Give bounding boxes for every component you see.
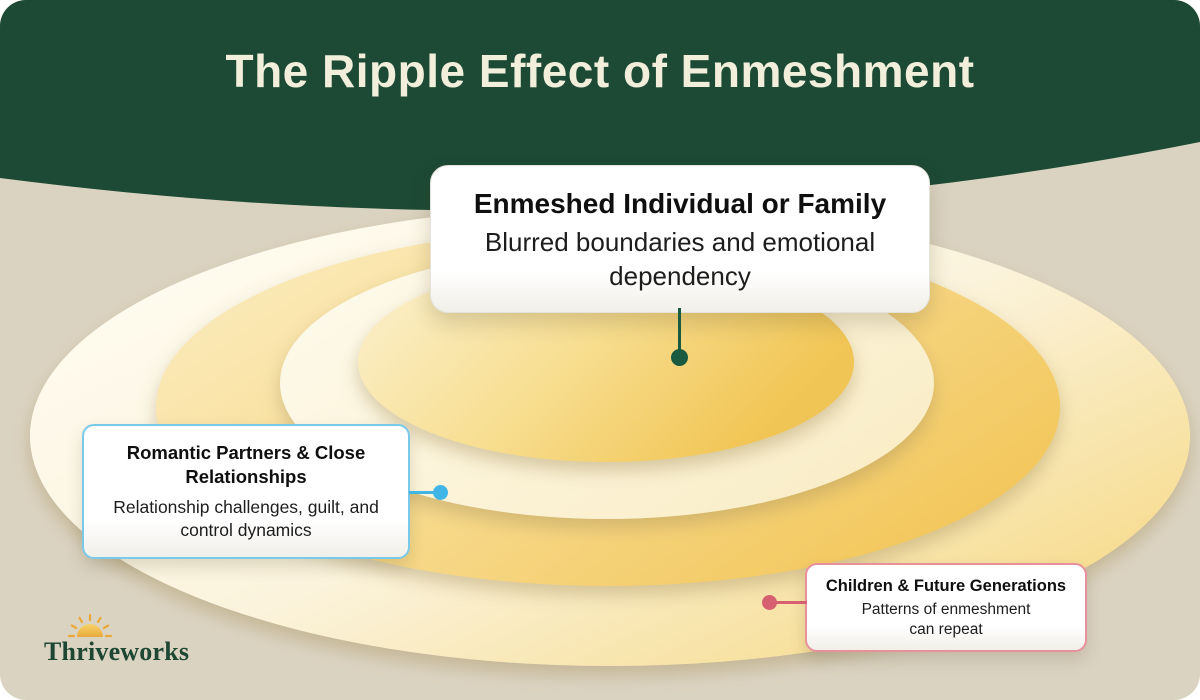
- thriveworks-logo: Thriveworks: [44, 614, 189, 667]
- connector-dot-green: [671, 349, 688, 366]
- callout-enmeshed-body: Blurred boundaries and emotional depende…: [484, 227, 876, 291]
- callout-romantic-body: Relationship challenges, guilt, and cont…: [113, 497, 379, 541]
- header-curve-shape: [0, 0, 1200, 211]
- callout-enmeshed-individual: Enmeshed Individual or Family Blurred bo…: [430, 165, 930, 313]
- callout-romantic-title: Romantic Partners & Close Relationships: [126, 442, 366, 487]
- callout-children-generations: Children & Future Generations Patterns o…: [805, 563, 1087, 653]
- callout-children-title: Children & Future Generations: [825, 577, 1067, 595]
- logo-text: Thriveworks: [44, 637, 190, 666]
- page-title: The Ripple Effect of Enmeshment: [225, 45, 975, 97]
- connector-dot-blue: [433, 485, 448, 500]
- connector-line-red: [770, 601, 807, 604]
- callout-enmeshed-title: Enmeshed Individual or Family: [473, 188, 887, 219]
- connector-dot-red: [762, 595, 777, 610]
- callout-children-body: Patterns of enmeshment can repeat: [861, 601, 1031, 639]
- callout-romantic-partners: Romantic Partners & Close Relationships …: [82, 424, 410, 559]
- connector-line-green: [678, 308, 681, 352]
- sun-icon: [68, 614, 112, 638]
- connector-line-blue: [409, 491, 441, 494]
